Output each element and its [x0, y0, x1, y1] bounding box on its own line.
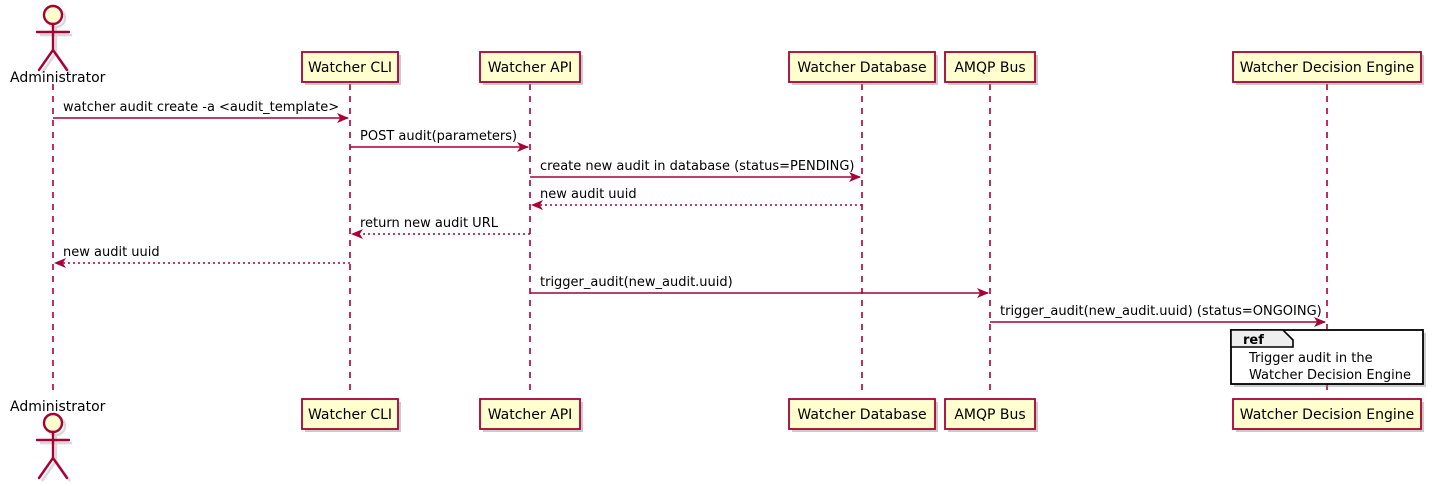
participant-box [301, 51, 399, 83]
message-label: watcher audit create -a <audit_template> [63, 100, 339, 115]
ref-body-line: Watcher Decision Engine [1249, 368, 1411, 383]
message-8[interactable]: trigger_audit(new_audit.uuid) (status=ON… [990, 304, 1326, 327]
lifelines-group [52, 84, 1328, 396]
ref-header-tab [1230, 329, 1294, 348]
actor-leg-left [37, 48, 55, 72]
message-5[interactable]: return new audit URL [351, 216, 530, 239]
participant-watcher-decision-engine-header[interactable]: Watcher Decision Engine [1232, 51, 1424, 85]
participant-amqp-bus-footer[interactable]: AMQP Bus [944, 398, 1038, 432]
messages-group: watcher audit create -a <audit_template>… [53, 100, 1326, 327]
participant-watcher-cli-header[interactable]: Watcher CLI [301, 51, 401, 85]
participant-box [1232, 398, 1422, 430]
participant-label: Watcher Decision Engine [1240, 407, 1414, 423]
participant-box [788, 398, 936, 430]
participant-box [479, 398, 581, 430]
participant-box [944, 51, 1036, 83]
actor-administrator-header[interactable] [35, 4, 72, 74]
participant-box [1232, 51, 1422, 83]
message-label: trigger_audit(new_audit.uuid) (status=ON… [1000, 304, 1322, 319]
message-2[interactable]: POST audit(parameters) [350, 129, 529, 152]
ref-title-label: ref [1243, 333, 1264, 348]
participant-label: Watcher Database [797, 60, 926, 76]
participant-amqp-bus-header[interactable]: AMQP Bus [944, 51, 1038, 85]
actor-leg-left [37, 456, 55, 480]
participant-label: Watcher Database [797, 407, 926, 423]
message-6[interactable]: new audit uuid [54, 245, 350, 268]
participant-label: AMQP Bus [954, 60, 1025, 76]
participant-label: Watcher Decision Engine [1240, 60, 1414, 76]
participant-box [788, 51, 936, 83]
ref-body-line: Trigger audit in the [1248, 351, 1373, 366]
actor-leg-l-shadow [41, 52, 57, 74]
participant-label: Watcher CLI [308, 60, 392, 76]
message-4[interactable]: new audit uuid [531, 187, 862, 210]
message-3[interactable]: create new audit in database (status=PEN… [530, 159, 861, 182]
message-7[interactable]: trigger_audit(new_audit.uuid) [530, 275, 989, 298]
actor-head-icon [42, 412, 64, 434]
participant-label: Watcher API [488, 407, 573, 423]
actor-leg-right [51, 456, 69, 480]
actor-administrator-footer[interactable] [35, 412, 72, 482]
actor-head-icon [42, 4, 64, 26]
message-label: return new audit URL [360, 216, 499, 231]
participant-boxes-group: Watcher CLI Watcher CLI Watcher API Watcher… [301, 51, 1424, 432]
actor-label-administrator: Administrator [10, 399, 106, 415]
actor-leg-l-shadow [41, 460, 57, 482]
participant-label: AMQP Bus [954, 407, 1025, 423]
participant-watcher-database-footer[interactable]: Watcher Database [788, 398, 938, 432]
participant-watcher-database-header[interactable]: Watcher Database [788, 51, 938, 85]
participant-watcher-api-footer[interactable]: Watcher API [479, 398, 583, 432]
participant-watcher-cli-footer[interactable]: Watcher CLI [301, 398, 401, 432]
participant-watcher-decision-engine-footer[interactable]: Watcher Decision Engine [1232, 398, 1424, 432]
participant-box [944, 398, 1036, 430]
participant-box [479, 51, 581, 83]
participant-label: Watcher CLI [308, 407, 392, 423]
message-label: new audit uuid [63, 245, 160, 260]
message-label: new audit uuid [540, 187, 637, 202]
message-label: POST audit(parameters) [360, 129, 517, 144]
actor-label-administrator: Administrator [10, 70, 106, 86]
participant-label: Watcher API [488, 60, 573, 76]
message-label: trigger_audit(new_audit.uuid) [540, 275, 733, 290]
participant-box [301, 398, 399, 430]
actor-leg-right [51, 48, 69, 72]
message-1[interactable]: watcher audit create -a <audit_template> [53, 100, 349, 123]
message-label: create new audit in database (status=PEN… [540, 159, 855, 174]
participant-watcher-api-header[interactable]: Watcher API [479, 51, 583, 85]
